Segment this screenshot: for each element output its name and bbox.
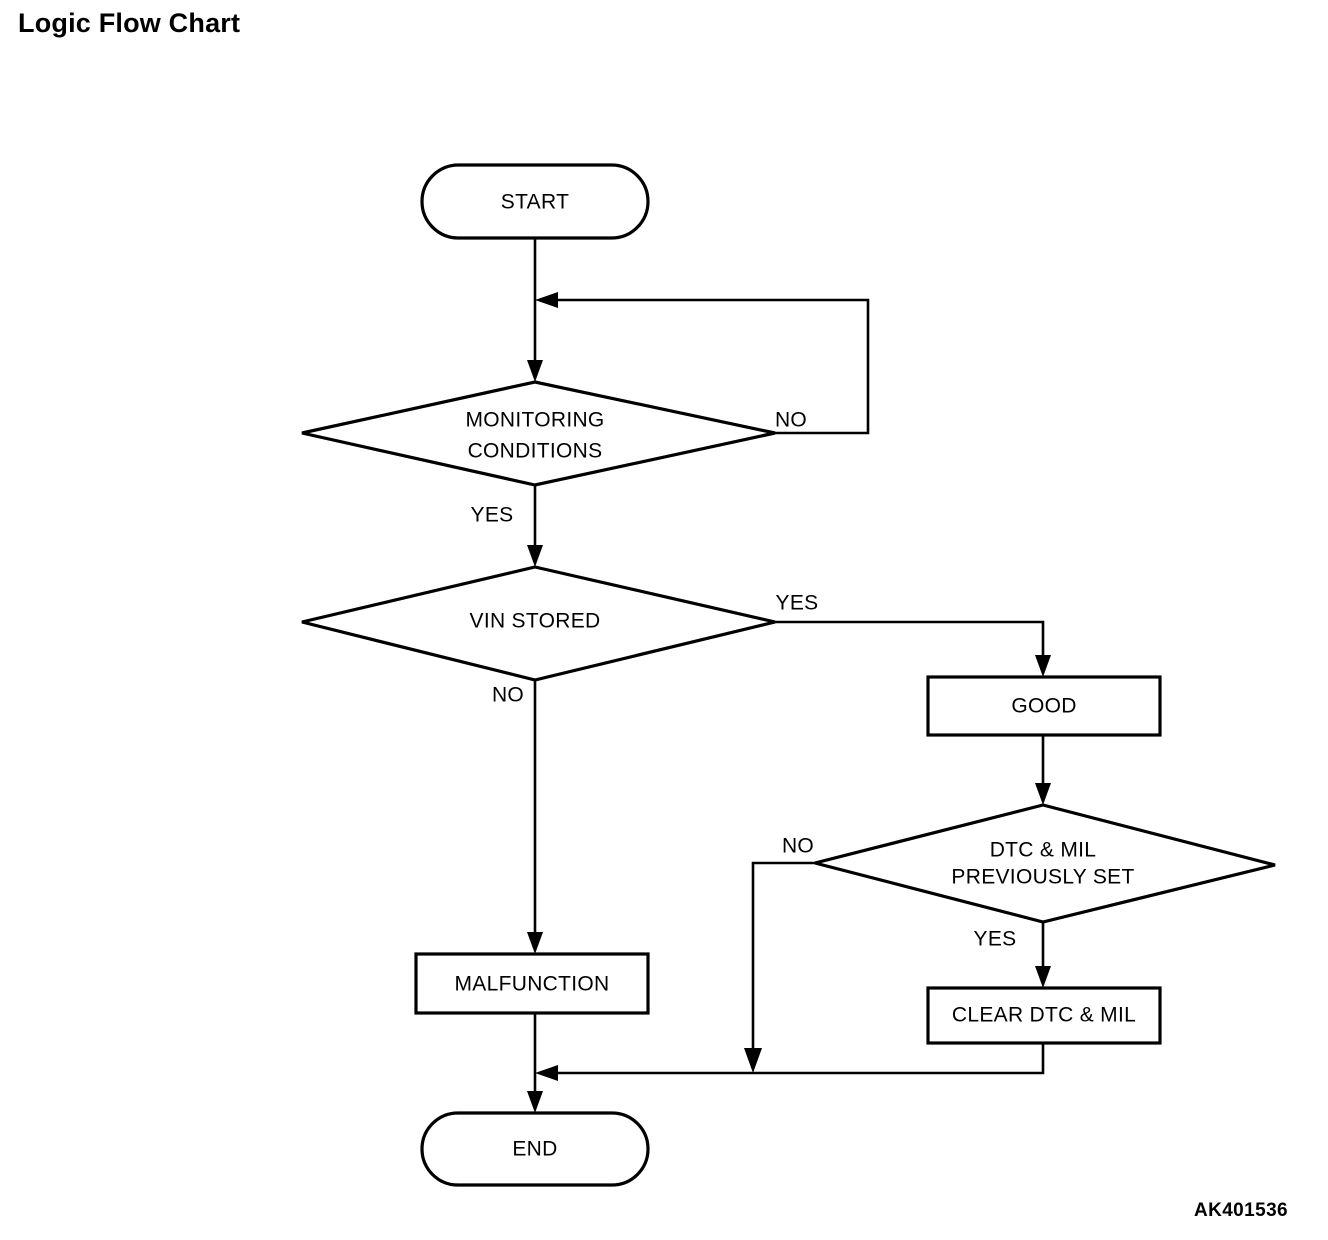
node-clear-dtc-mil-label: CLEAR DTC & MIL — [952, 1004, 1136, 1027]
edge-dtcmil-no-to-end — [744, 861, 815, 1073]
node-end-label: END — [512, 1138, 557, 1161]
node-monitoring-label-line1: MONITORING — [465, 409, 604, 432]
edge-label-vin-no: NO — [492, 684, 524, 707]
edge-monitoring-yes-to-vin — [527, 485, 543, 567]
node-good-label: GOOD — [1011, 695, 1076, 718]
edge-dtcmil-yes-to-clear — [1035, 922, 1051, 988]
node-vin-stored[interactable]: VIN STORED — [301, 565, 776, 682]
node-start[interactable]: START — [420, 163, 650, 240]
node-malfunction-label: MALFUNCTION — [455, 973, 610, 996]
node-dtc-label-line1: DTC & MIL — [990, 839, 1097, 862]
node-monitoring-label-line2: CONDITIONS — [468, 440, 603, 463]
node-start-label: START — [501, 191, 569, 214]
edge-label-monitoring-yes: YES — [471, 504, 514, 527]
edge-malfunction-to-end — [527, 1013, 543, 1113]
node-dtc-label-line2: PREVIOUSLY SET — [951, 866, 1134, 889]
edge-vin-yes-to-good — [775, 620, 1051, 677]
edge-label-vin-yes: YES — [776, 592, 819, 615]
page-title: Logic Flow Chart — [18, 8, 241, 38]
node-monitoring-conditions[interactable]: MONITORING CONDITIONS — [301, 380, 776, 487]
node-malfunction[interactable]: MALFUNCTION — [414, 952, 650, 1015]
watermark-code: AK401536 — [1193, 1200, 1288, 1221]
edge-label-dtc-yes: YES — [974, 928, 1017, 951]
edge-label-monitoring-no: NO — [775, 409, 807, 432]
node-vin-stored-label: VIN STORED — [470, 610, 601, 633]
node-clear-dtc-mil[interactable]: CLEAR DTC & MIL — [926, 986, 1162, 1045]
node-dtc-mil-previously-set[interactable]: DTC & MIL PREVIOUSLY SET — [814, 803, 1276, 924]
edge-good-to-dtcmil — [1035, 735, 1051, 805]
edge-monitoring-no-loop — [535, 292, 870, 435]
edge-start-to-monitoring — [527, 238, 543, 382]
node-good[interactable]: GOOD — [926, 675, 1162, 737]
edge-clear-to-end — [535, 1043, 1045, 1081]
edge-vin-no-to-malfunction — [527, 680, 543, 954]
edge-label-dtc-no: NO — [782, 835, 814, 858]
node-end[interactable]: END — [420, 1111, 650, 1187]
